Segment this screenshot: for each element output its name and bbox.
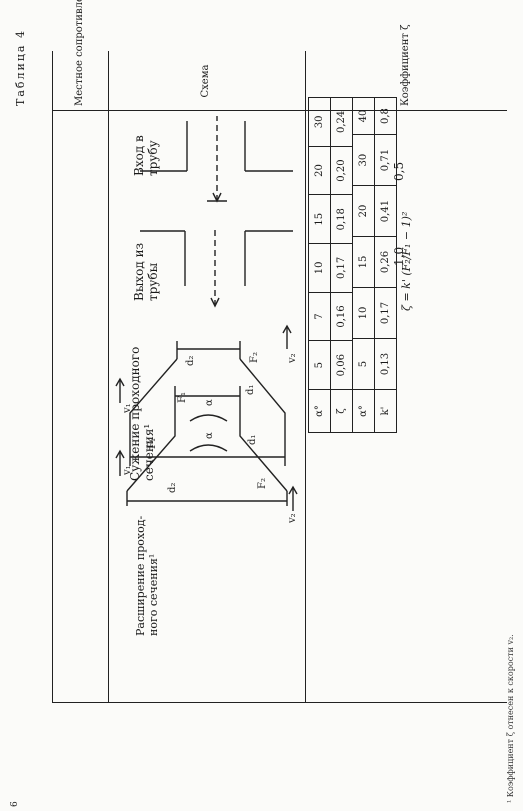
svg-text:F₂: F₂ xyxy=(257,478,268,489)
expansion-coefficient-table: α° 5 10 15 20 30 40 k' 0,13 0,17 0,26 0,… xyxy=(352,97,397,433)
header-divider xyxy=(52,110,507,111)
svg-text:v₁: v₁ xyxy=(122,403,133,414)
table-left-border xyxy=(52,702,507,703)
svg-text:d₂: d₂ xyxy=(185,356,196,366)
flow-arrow-icon xyxy=(288,485,298,495)
header-coefficient: Коэффициент ζ xyxy=(400,24,411,107)
svg-text:d₂: d₂ xyxy=(167,483,178,493)
svg-text:v₂: v₂ xyxy=(287,353,298,364)
flow-arrow-icon xyxy=(210,297,220,308)
pipe-entry-diagram xyxy=(140,116,293,203)
header-scheme: Схема xyxy=(200,64,211,98)
svg-text:F₁: F₁ xyxy=(177,392,188,403)
svg-text:α: α xyxy=(204,432,215,439)
table-caption: Таблица 4 xyxy=(14,29,27,106)
svg-text:F₁: F₁ xyxy=(147,438,158,449)
contraction-diagram xyxy=(115,324,292,476)
contraction-coefficient-table: α° 5 7 10 15 20 30 ζ 0,06 0,16 0,17 0,18… xyxy=(308,97,353,433)
flow-arrow-icon xyxy=(282,324,292,334)
flow-arrow-icon xyxy=(212,192,222,203)
col2-divider xyxy=(305,51,306,703)
table-top-border xyxy=(52,51,53,703)
svg-text:d₁: d₁ xyxy=(247,435,258,445)
svg-text:α: α xyxy=(204,399,215,406)
flow-arrow-icon xyxy=(115,377,125,387)
pipe-exit-diagram xyxy=(140,226,293,308)
svg-text:F₂: F₂ xyxy=(249,352,260,363)
svg-text:d₁: d₁ xyxy=(245,385,256,395)
expansion-diagram xyxy=(115,377,298,511)
header-local-resistance: Местное сопротивление xyxy=(74,0,85,106)
flow-arrow-icon xyxy=(115,449,125,459)
col1-divider xyxy=(108,51,109,703)
svg-text:v₁: v₁ xyxy=(122,465,133,476)
schematics: v₁ v₂ F₁ d₁ d₂ F₂ α F₁ d₁ d₂ F₂ α v₁ v₂ xyxy=(115,116,298,524)
svg-text:v₂: v₂ xyxy=(287,513,298,524)
page-number: 6 xyxy=(10,801,20,807)
footnote: ¹ Коэффициент ζ отнесен к скорости v₂. xyxy=(506,634,515,803)
expansion-formula: ζ = k' (F₂/F₁ − 1)² xyxy=(400,211,413,311)
